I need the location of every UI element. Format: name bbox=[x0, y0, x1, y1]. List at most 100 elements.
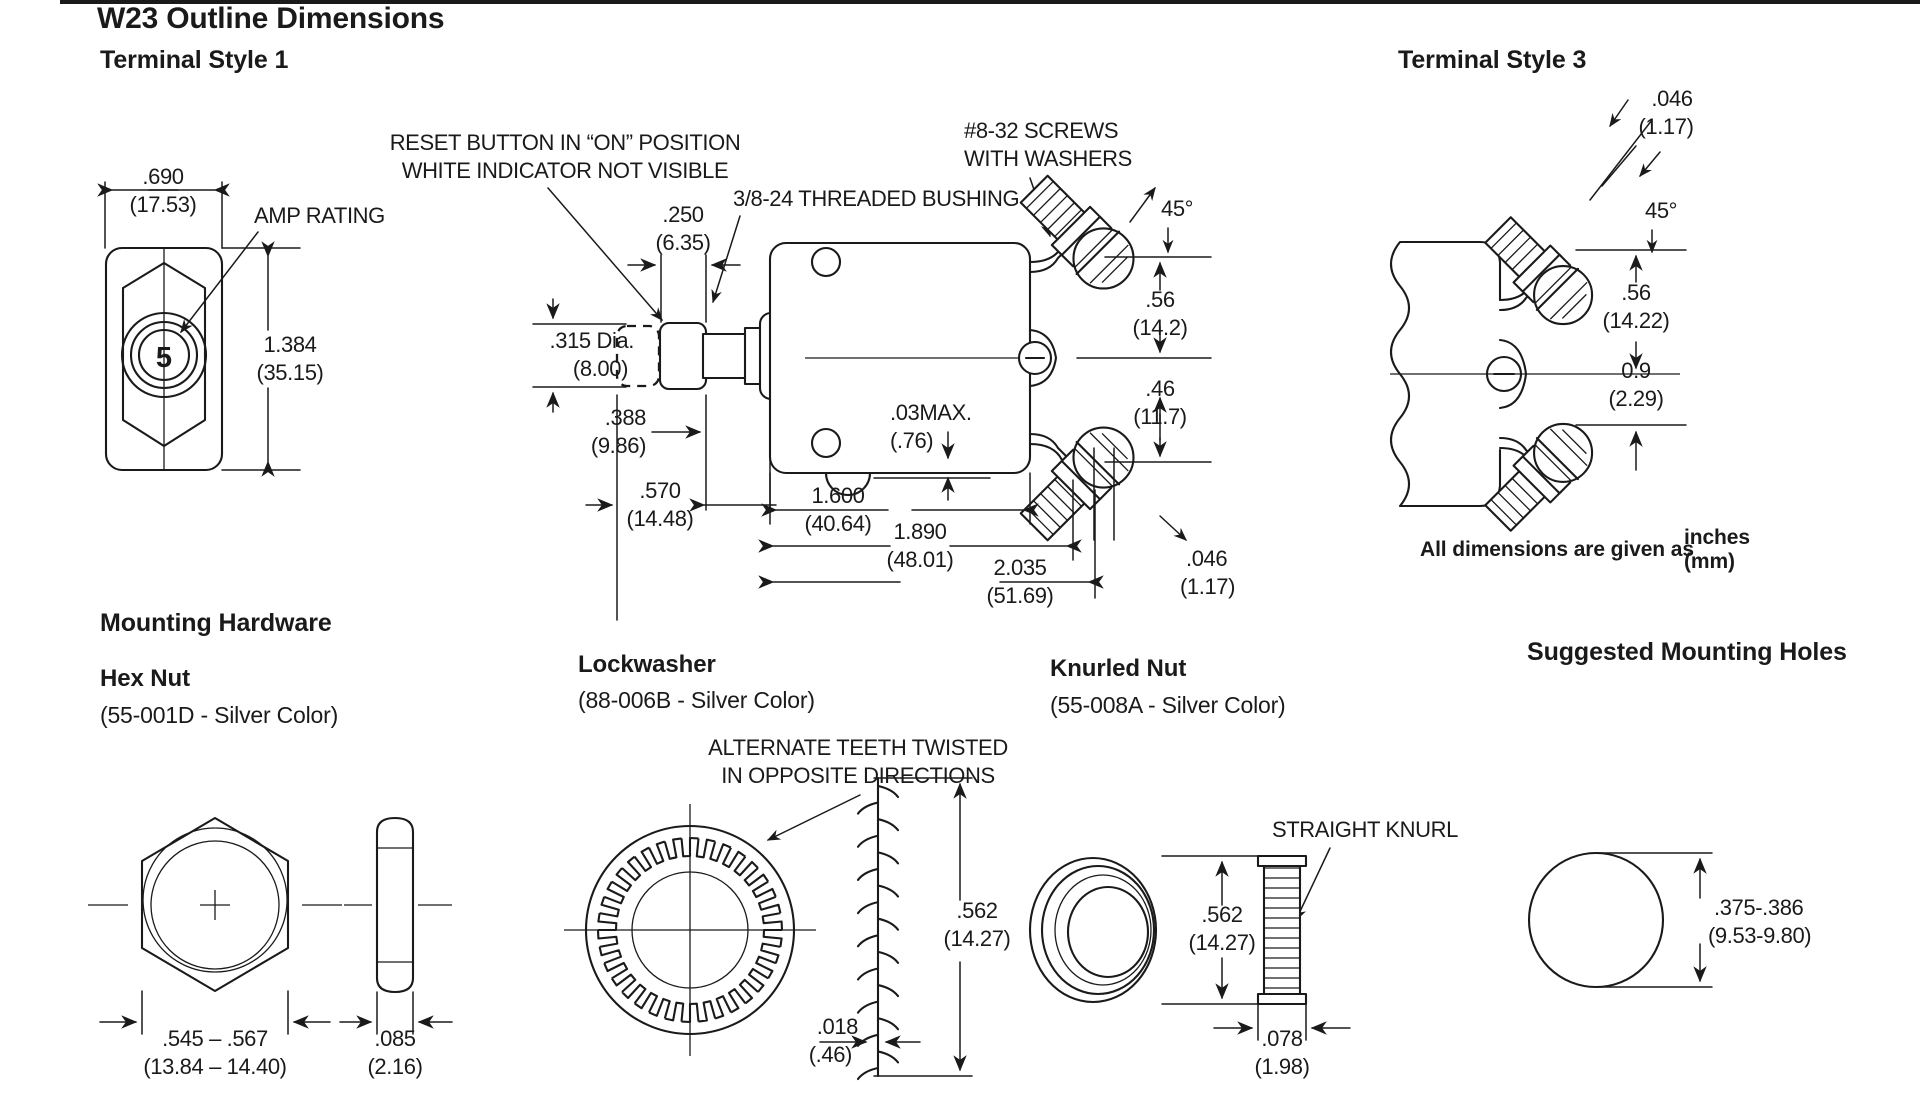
callout-bushing-leader bbox=[711, 215, 741, 304]
lockwasher-od-inch: .562 bbox=[956, 898, 997, 923]
units-note-main: All dimensions are given as bbox=[1420, 538, 1694, 561]
d388-inch: .388 bbox=[605, 405, 646, 430]
callout-reset-leader bbox=[547, 187, 663, 322]
knurled-nut-od-mm: (14.27) bbox=[1189, 930, 1256, 955]
hex-nut-side-profile bbox=[375, 816, 415, 994]
lockwasher-name: Lockwasher bbox=[578, 651, 716, 678]
style3-head-bottom bbox=[1533, 422, 1594, 483]
button-dia-mm: (8.00) bbox=[573, 356, 628, 381]
angle-45-top: 45° bbox=[1161, 196, 1193, 221]
knurled-nut-bottom-cap bbox=[1256, 992, 1308, 1006]
d1600-mm: (40.64) bbox=[805, 511, 872, 536]
units-note-numerator: inches bbox=[1684, 526, 1750, 549]
style3-d09-mm: (2.29) bbox=[1608, 386, 1663, 411]
front-hex-nut bbox=[121, 261, 207, 448]
side-view: RESET BUTTON IN “ON” POSITION WHITE INDI… bbox=[390, 118, 1235, 621]
screw-head-slot bbox=[1075, 230, 1121, 276]
hex-nut-part: (55-001D - Silver Color) bbox=[100, 702, 338, 728]
hex-nut-center-mark bbox=[200, 890, 230, 920]
style3-046-leader bbox=[1589, 119, 1653, 201]
screw-head-top bbox=[1072, 227, 1135, 290]
d1890-inch: 1.890 bbox=[893, 519, 946, 544]
body-hole-bottom bbox=[810, 427, 842, 459]
header-rule bbox=[60, 0, 1920, 4]
section-title-mounting-holes: Suggested Mounting Holes bbox=[1527, 638, 1847, 666]
d56-inch: .56 bbox=[1145, 287, 1175, 312]
knurled-nut-od-inch: .562 bbox=[1201, 902, 1242, 927]
center-boss bbox=[1028, 328, 1058, 388]
hex-nut-outline bbox=[140, 816, 290, 993]
hex-nut-flats-inch: .545 – .567 bbox=[162, 1026, 268, 1051]
d046-mm-style1: (1.17) bbox=[1180, 574, 1235, 599]
knurled-nut-bore bbox=[1066, 885, 1150, 979]
knurled-nut-view: Knurled Nut (55-008A - Silver Color) STR… bbox=[1028, 655, 1458, 1079]
d046-inch-style1: .046 bbox=[1186, 546, 1227, 571]
knurled-nut-part: (55-008A - Silver Color) bbox=[1050, 692, 1286, 718]
hex-nut-name: Hex Nut bbox=[100, 665, 190, 692]
style3-angle-45: 45° bbox=[1645, 198, 1677, 223]
lockwasher-od-mm: (14.27) bbox=[944, 926, 1011, 951]
lockwasher-part: (88-006B - Silver Color) bbox=[578, 687, 815, 713]
lockwasher-tooth-ring bbox=[596, 836, 784, 1024]
body-bottom-bump bbox=[824, 471, 872, 497]
front-height-inch: 1.384 bbox=[263, 332, 316, 357]
d388-mm: (9.86) bbox=[591, 433, 646, 458]
button-dia-inch: .315 Dia. bbox=[550, 328, 634, 353]
lockwasher-view: Lockwasher (88-006B - Silver Color) ALTE… bbox=[564, 651, 1011, 1081]
lockwasher-teeth bbox=[596, 836, 784, 1024]
style3-d56-inch: .56 bbox=[1621, 280, 1651, 305]
mounting-hole-dia-mm: (9.53-9.80) bbox=[1708, 923, 1811, 948]
d570-inch: .570 bbox=[639, 478, 680, 503]
style3-head-top bbox=[1533, 265, 1594, 326]
d2035-inch: 2.035 bbox=[993, 555, 1046, 580]
d56-mm: (14.2) bbox=[1132, 315, 1187, 340]
style3-view: .046 (1.17) 45° .56 (14.22) 0.9 (2.29) A… bbox=[1389, 86, 1750, 573]
knurled-nut-name: Knurled Nut bbox=[1050, 655, 1186, 682]
d250-mm: (6.35) bbox=[655, 230, 710, 255]
screw-head-slot-bottom bbox=[1075, 440, 1121, 486]
knurled-nut-top-cap bbox=[1256, 854, 1308, 868]
hex-nut-thickness-mm: (2.16) bbox=[367, 1054, 422, 1079]
mounting-hole-circle bbox=[1527, 851, 1665, 989]
d03max-inch: .03MAX. bbox=[890, 400, 972, 425]
knurled-nut-thickness-inch: .078 bbox=[1261, 1026, 1302, 1051]
units-note-denominator: (mm) bbox=[1684, 550, 1735, 573]
lockwasher-thickness-mm: (.46) bbox=[809, 1042, 852, 1067]
callout-screws-line2: WITH WASHERS bbox=[964, 146, 1132, 171]
knurled-nut-callout: STRAIGHT KNURL bbox=[1272, 817, 1458, 842]
mounting-hole-dia-inch: .375-.386 bbox=[1714, 895, 1804, 920]
amp-rating-label: AMP RATING bbox=[254, 203, 385, 228]
knurled-nut-ring3 bbox=[1054, 874, 1152, 986]
button-shoulder bbox=[701, 332, 749, 380]
lockwasher-thickness-inch: .018 bbox=[817, 1014, 858, 1039]
body-hole-top bbox=[810, 246, 842, 278]
front-circle-outer bbox=[120, 311, 208, 399]
hex-nut-chamfer-circle bbox=[150, 840, 280, 970]
section-title-mounting-hardware: Mounting Hardware bbox=[100, 609, 332, 637]
reset-button-extended-outline bbox=[615, 324, 661, 388]
reset-button bbox=[658, 321, 708, 391]
style3-046-inch: .046 bbox=[1651, 86, 1692, 111]
lockwasher-callout-line1: ALTERNATE TEETH TWISTED bbox=[708, 735, 1008, 760]
screw-assembly-bottom bbox=[1019, 426, 1135, 542]
d250-inch: .250 bbox=[662, 202, 703, 227]
style3-screw-bottom bbox=[1484, 422, 1594, 532]
d2035-mm: (51.69) bbox=[987, 583, 1054, 608]
lockwasher-crosshair bbox=[564, 804, 816, 1056]
knurled-nut-knurl-lines bbox=[1264, 867, 1300, 989]
front-view: .690 (17.53) 5 AMP RATING 1.384 (35.15) bbox=[97, 164, 385, 477]
hex-nut-inscribed-circle bbox=[142, 827, 288, 973]
callout-bushing: 3/8-24 THREADED BUSHING bbox=[733, 186, 1019, 211]
knurled-nut-outer bbox=[1028, 856, 1158, 1004]
hex-nut-view: Hex Nut (55-001D - Silver Color) .545 – … bbox=[88, 665, 453, 1079]
mounting-holes-view: .375-.386 (9.53-9.80) bbox=[1527, 851, 1812, 989]
knurled-nut-side-body bbox=[1262, 858, 1302, 1002]
d46-inch: .46 bbox=[1145, 376, 1175, 401]
amp-rating-value: 5 bbox=[156, 342, 172, 374]
lockwasher-side-tooth-set bbox=[856, 784, 900, 1081]
section-title-style1: Terminal Style 1 bbox=[100, 46, 288, 74]
callout-reset-line2: WHITE INDICATOR NOT VISIBLE bbox=[402, 158, 729, 183]
style3-screw-top bbox=[1484, 216, 1594, 326]
